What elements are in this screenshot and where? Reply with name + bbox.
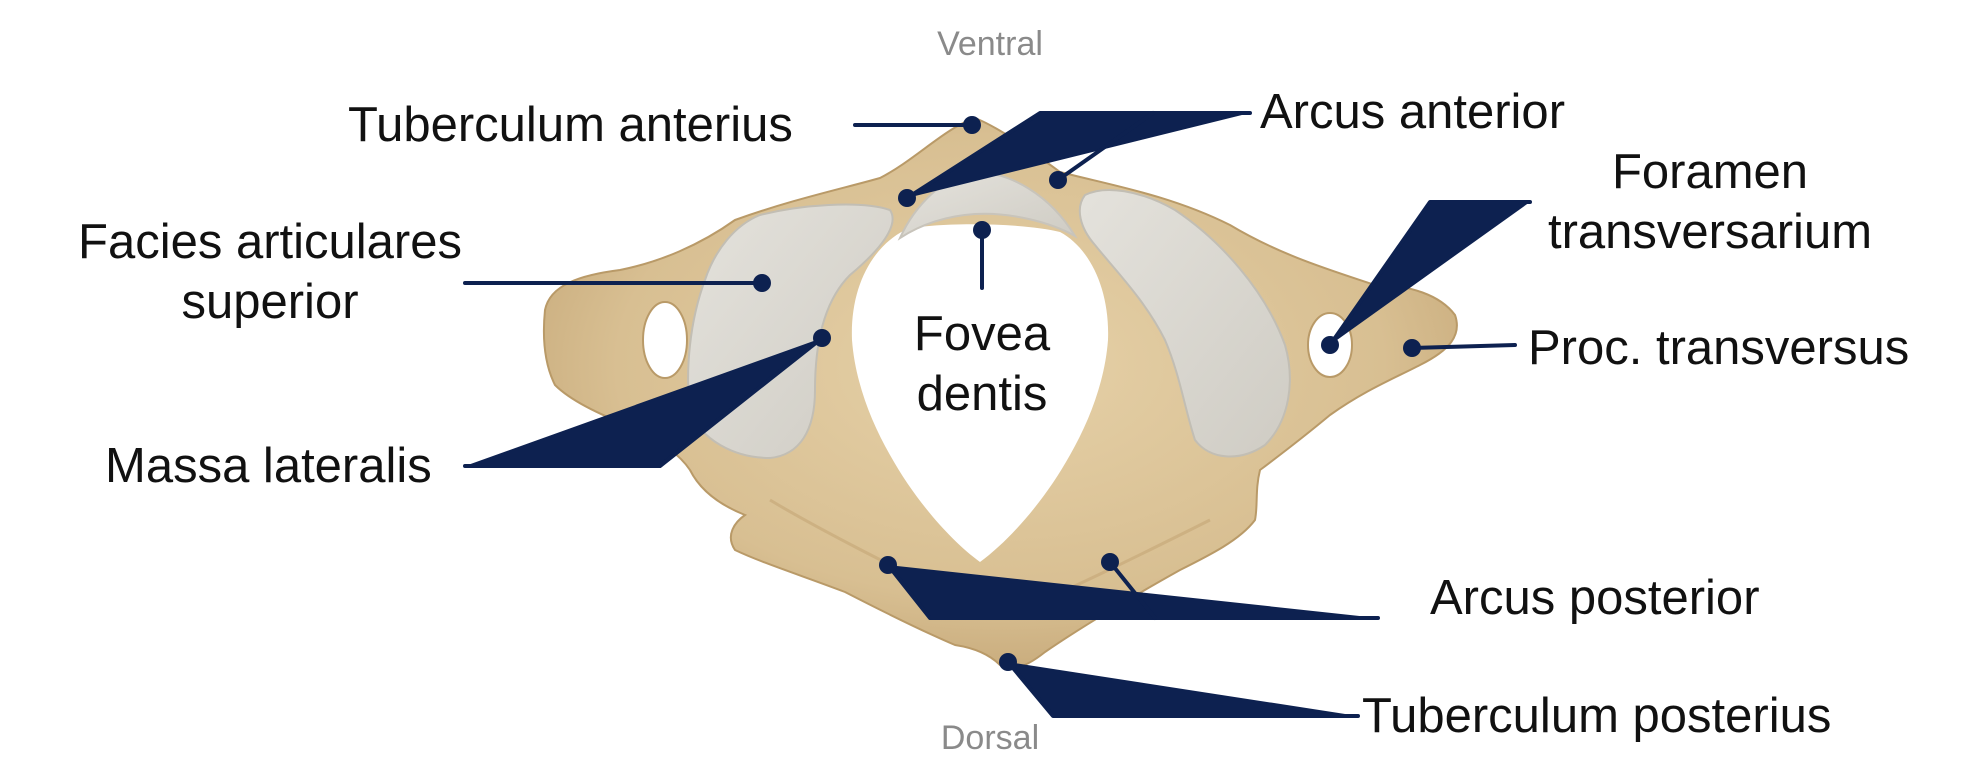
point-arcus-anterior-left bbox=[898, 189, 916, 207]
label-facies-articulares: Facies articulares superior bbox=[60, 212, 480, 332]
label-tuberculum-posterius: Tuberculum posterius bbox=[1362, 689, 1832, 743]
label-facies-line2: superior bbox=[181, 275, 359, 329]
vertebral-foramen bbox=[851, 224, 1109, 562]
label-fovea-dentis: Fovea dentis bbox=[882, 304, 1082, 424]
label-facies-line1: Facies articulares bbox=[78, 215, 462, 269]
orientation-dorsal: Dorsal bbox=[940, 719, 1040, 757]
point-facies-articulares bbox=[753, 274, 771, 292]
orientation-ventral: Ventral bbox=[937, 25, 1043, 63]
point-tuberculum-anterius bbox=[963, 116, 981, 134]
label-arcus-anterior: Arcus anterior bbox=[1260, 85, 1566, 139]
label-massa-lateralis: Massa lateralis bbox=[105, 439, 432, 493]
label-proc-transversus: Proc. transversus bbox=[1528, 321, 1910, 375]
left-transverse-foramen bbox=[642, 301, 688, 379]
leader-arcus-anterior-branch bbox=[1056, 111, 1155, 182]
point-foramen-transversarium bbox=[1321, 336, 1339, 354]
label-foramen-line1: Foramen bbox=[1611, 145, 1809, 199]
leader-foramen-transversarium bbox=[1328, 200, 1532, 347]
label-foramen-transversarium: Foramen transversarium bbox=[1530, 142, 1890, 262]
leader-arcus-posterior-branch bbox=[1108, 560, 1157, 620]
label-fovea-line1: Fovea bbox=[913, 307, 1051, 361]
label-tuberculum-anterius: Tuberculum anterius bbox=[348, 98, 793, 152]
right-articular-facet bbox=[1078, 189, 1291, 458]
point-proc-transversus bbox=[1403, 339, 1421, 357]
leader-proc-transversus bbox=[1410, 343, 1517, 350]
label-foramen-line2: transversarium bbox=[1547, 205, 1873, 259]
leader-tuberculum-posterius bbox=[1006, 660, 1360, 718]
point-massa-lateralis bbox=[813, 329, 831, 347]
point-tuberculum-posterius bbox=[999, 653, 1017, 671]
leader-arcus-anterior bbox=[905, 111, 1252, 200]
label-arcus-posterior: Arcus posterior bbox=[1430, 571, 1760, 625]
label-fovea-line2: dentis bbox=[916, 367, 1048, 421]
point-arcus-posterior-right bbox=[1101, 553, 1119, 571]
point-fovea-dentis bbox=[973, 221, 991, 239]
point-arcus-anterior-right bbox=[1049, 171, 1067, 189]
point-arcus-posterior-left bbox=[879, 556, 897, 574]
leader-massa-lateralis bbox=[463, 336, 824, 468]
